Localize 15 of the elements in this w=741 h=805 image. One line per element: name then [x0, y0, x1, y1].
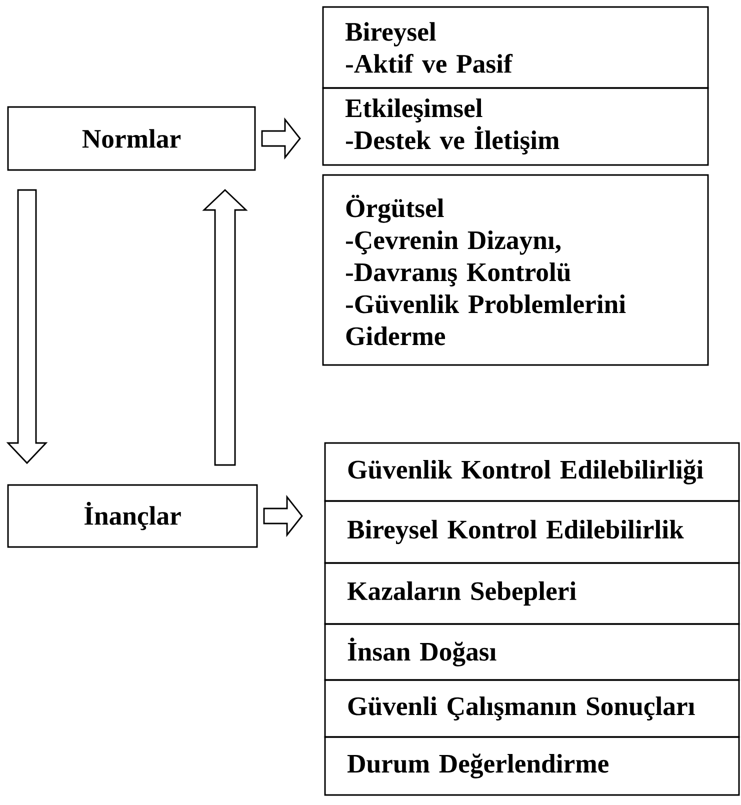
concept-box: İnançlar: [7, 484, 258, 548]
block-arrow: [261, 117, 301, 160]
block-arrow: [263, 494, 303, 538]
block-arrow: [202, 188, 248, 466]
list-box: İnsan Doğası: [324, 623, 740, 681]
category-box: Etkileşimsel -Destek ve İletişim: [322, 87, 709, 166]
concept-box: Normlar: [7, 106, 256, 171]
list-box: Güvenlik Kontrol Edilebilirliği: [324, 442, 740, 502]
list-box: Durum Değerlendirme: [324, 736, 740, 796]
list-box: Güvenli Çalışmanın Sonuçları: [324, 679, 740, 738]
category-box: Bireysel -Aktif ve Pasif: [322, 6, 709, 89]
list-box: Kazaların Sebepleri: [324, 562, 740, 625]
list-box: Bireysel Kontrol Edilebilirlik: [324, 500, 740, 564]
block-arrow: [6, 189, 48, 464]
category-box: Örgütsel -Çevrenin Dizaynı, -Davranış Kontrolü -Güvenlik Problemlerini Giderme: [322, 174, 709, 366]
